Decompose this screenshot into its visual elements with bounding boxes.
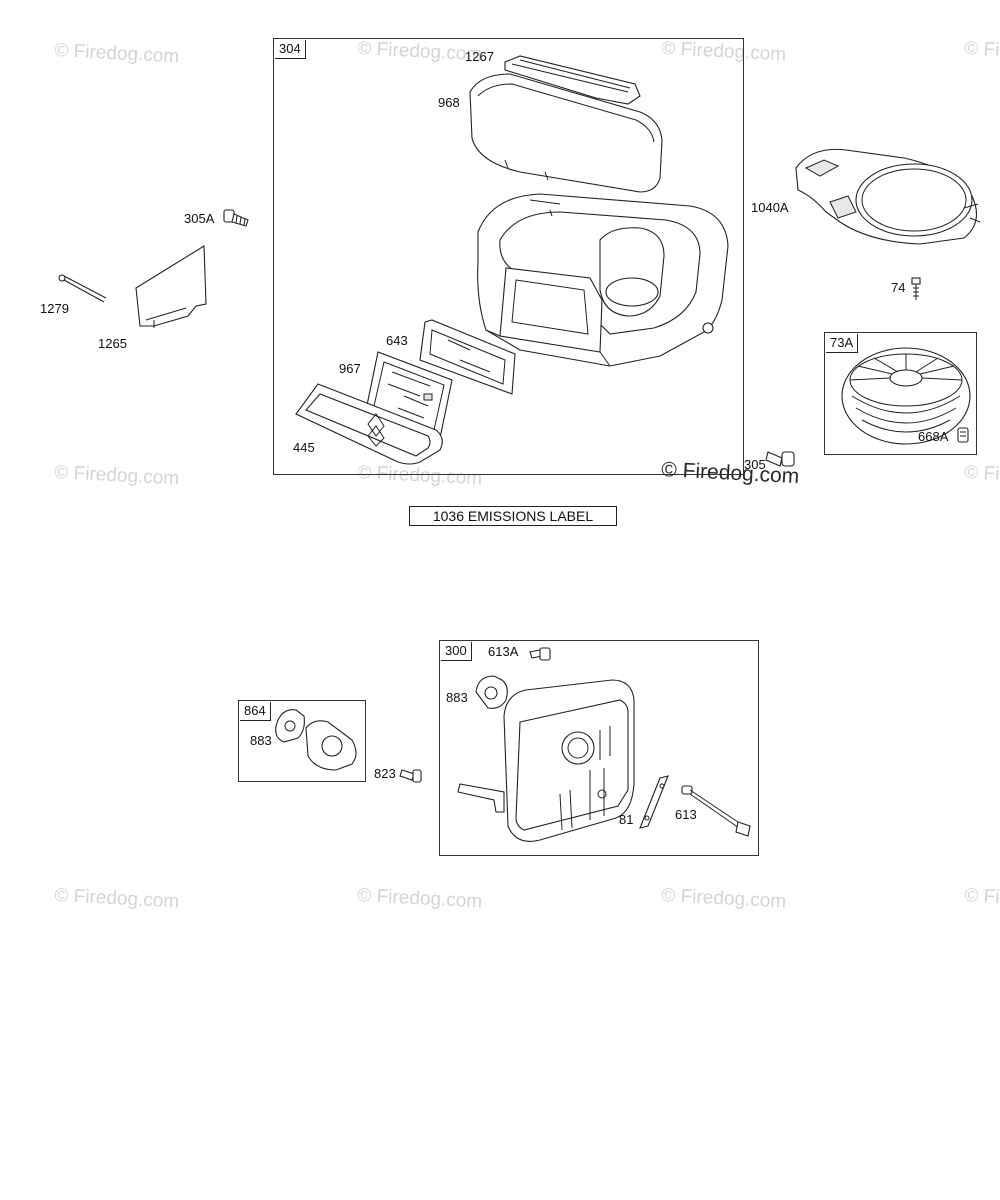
group-label-73A: 73A	[826, 334, 859, 353]
part-label-613A: 613A	[488, 644, 519, 659]
part-613A-bolt	[529, 647, 551, 661]
part-label-967: 967	[339, 361, 361, 376]
part-445-gasket	[295, 383, 443, 465]
part-label-305A: 305A	[184, 211, 215, 226]
part-968-cover	[469, 73, 663, 193]
part-label-668A: 668A	[918, 429, 949, 444]
part-1040A-shroud	[795, 148, 981, 245]
group-label-300: 300	[441, 642, 472, 661]
group-frame-304	[273, 38, 744, 475]
part-1265-plate	[135, 245, 207, 328]
part-613-bolt	[681, 785, 751, 837]
part-label-1279: 1279	[40, 301, 69, 316]
group-label-304: 304	[275, 40, 306, 59]
part-668A-bolt	[957, 427, 969, 443]
part-label-81: 81	[619, 812, 634, 827]
part-label-968: 968	[438, 95, 460, 110]
part-label-445: 445	[293, 440, 315, 455]
part-883-gasket	[475, 675, 508, 709]
part-305-screw	[765, 451, 795, 467]
part-864-gaskets	[275, 709, 357, 771]
group-label-864: 864	[240, 702, 271, 721]
part-1267-cap	[504, 55, 641, 105]
part-label-883-kit: 883	[250, 733, 272, 748]
part-304-housing	[477, 193, 729, 367]
part-label-643: 643	[386, 333, 408, 348]
part-73A-fan	[841, 347, 971, 445]
part-643-frame	[419, 319, 516, 395]
part-300-muffler	[457, 679, 635, 842]
part-label-1265: 1265	[98, 336, 127, 351]
part-label-305: 305	[744, 457, 766, 472]
group-frame-73A	[824, 332, 977, 455]
part-305A-screw	[223, 209, 249, 227]
emissions-label-box: 1036 EMISSIONS LABEL	[409, 506, 617, 526]
part-label-1040A: 1040A	[751, 200, 789, 215]
part-81-plate	[639, 775, 669, 829]
part-823-screw	[399, 769, 422, 783]
group-frame-300	[439, 640, 759, 856]
part-label-74: 74	[891, 280, 906, 295]
part-label-883-muffler: 883	[446, 690, 468, 705]
part-label-823: 823	[374, 766, 396, 781]
part-label-1267: 1267	[465, 49, 494, 64]
part-label-613: 613	[675, 807, 697, 822]
group-frame-864	[238, 700, 366, 782]
part-74-screw	[911, 277, 921, 300]
part-1279-rod	[58, 274, 107, 303]
